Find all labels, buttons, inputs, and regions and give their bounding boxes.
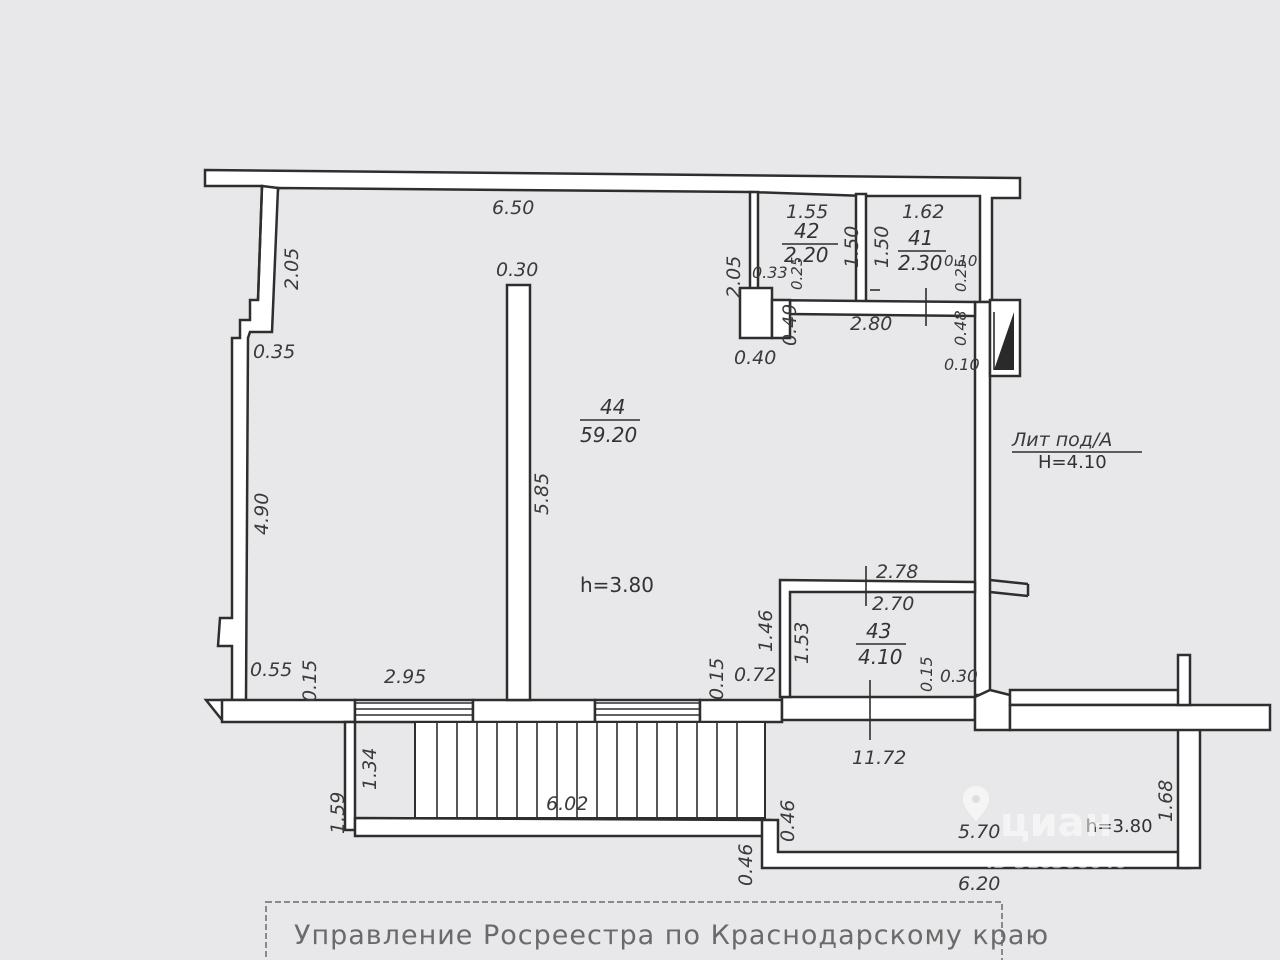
dim-r43-015: 0.15 (917, 656, 936, 692)
dim-r43-278: 2.78 (876, 561, 918, 583)
lit-label: Лит под/А (1011, 429, 1112, 451)
dim-pillar-030: 0.30 (496, 259, 538, 281)
right-wall (973, 300, 1030, 697)
dim-left-015: 0.15 (299, 660, 321, 702)
room-41-area: 2.30 (898, 251, 943, 275)
dim-left-205: 2.05 (281, 248, 303, 290)
location-pin-icon (963, 786, 989, 821)
dim-r41-010: 0.10 (944, 252, 977, 270)
dim-r43-270: 2.70 (872, 593, 914, 615)
dim-r42-155: 1.55 (786, 201, 828, 223)
dim-top-650: 6.50 (492, 197, 534, 219)
room-42-walls (738, 190, 977, 340)
stairs (414, 721, 766, 819)
dim-c-049: 0.49 (779, 304, 801, 346)
dim-c-033: 0.33 (752, 263, 788, 282)
dim-r43-146: 1.46 (755, 610, 777, 652)
porch-height: h=3.80 (1086, 816, 1153, 837)
dim-p-168: 1.68 (1155, 780, 1177, 822)
dim-p-570: 5.70 (958, 821, 1000, 843)
room-44-height: h=3.80 (580, 573, 654, 597)
dim-c-048: 0.48 (951, 310, 970, 346)
dim-bottom-295: 2.95 (384, 666, 426, 688)
dim-c-025b: 0.25 (952, 259, 970, 292)
dim-c-025a: 0.25 (788, 257, 806, 290)
room-42-area: 2.20 (784, 243, 829, 267)
stamp-text: Управление Росреестра по Краснодарскому … (294, 920, 1049, 951)
dim-r42-150: 1.50 (841, 226, 863, 268)
window-left (355, 702, 473, 716)
dim-r43-030: 0.30 (940, 667, 978, 687)
lit-height: H=4.10 (1038, 452, 1107, 473)
dim-left-490: 4.90 (251, 493, 273, 535)
dim-p-046b: 0.46 (735, 844, 757, 886)
dim-p-134: 1.34 (359, 748, 381, 790)
dim-r41-162: 1.62 (902, 201, 944, 223)
bottom-wall (220, 688, 1184, 732)
dim-c-205: 2.05 (723, 256, 745, 298)
dim-pillar-585: 5.85 (531, 473, 553, 515)
watermark (963, 786, 989, 821)
room-42-number: 42 (794, 219, 819, 243)
vent-shaft (988, 298, 1022, 378)
room-43-walls (778, 578, 977, 699)
porch (343, 653, 1272, 870)
room-44-area: 59.20 (580, 423, 637, 447)
dim-r43-153: 1.53 (791, 622, 813, 664)
dim-c-040: 0.40 (734, 347, 776, 369)
room-43-number: 43 (866, 619, 891, 643)
window-right (595, 702, 700, 716)
room-44-number: 44 (600, 395, 625, 419)
dim-b-015: 0.15 (706, 658, 728, 700)
dim-b-072: 0.72 (734, 664, 776, 686)
dim-c-280: 2.80 (850, 313, 892, 335)
stairs-outline (414, 721, 766, 819)
left-wall (203, 184, 280, 722)
dim-left-055: 0.55 (250, 659, 292, 681)
dim-p-602: 6.02 (546, 793, 588, 815)
dim-r41-150: 1.50 (871, 226, 893, 268)
room-41-number: 41 (908, 226, 933, 250)
dim-c-010: 0.10 (944, 355, 980, 374)
stamp: Управление Росреестра по Краснодарскому … (265, 901, 1049, 960)
dim-p-1172: 11.72 (852, 747, 906, 769)
central-pillar (505, 283, 532, 702)
watermark-id: ID 316368640 (986, 852, 1127, 873)
room-43-area: 4.10 (858, 645, 903, 669)
watermark-text: циан (1000, 800, 1112, 846)
dimension-ticks (865, 288, 927, 740)
dim-p-620: 6.20 (958, 873, 1000, 895)
dim-p-159: 1.59 (327, 792, 349, 834)
dim-p-046a: 0.46 (777, 800, 799, 842)
dim-left-035: 0.35 (253, 341, 295, 363)
